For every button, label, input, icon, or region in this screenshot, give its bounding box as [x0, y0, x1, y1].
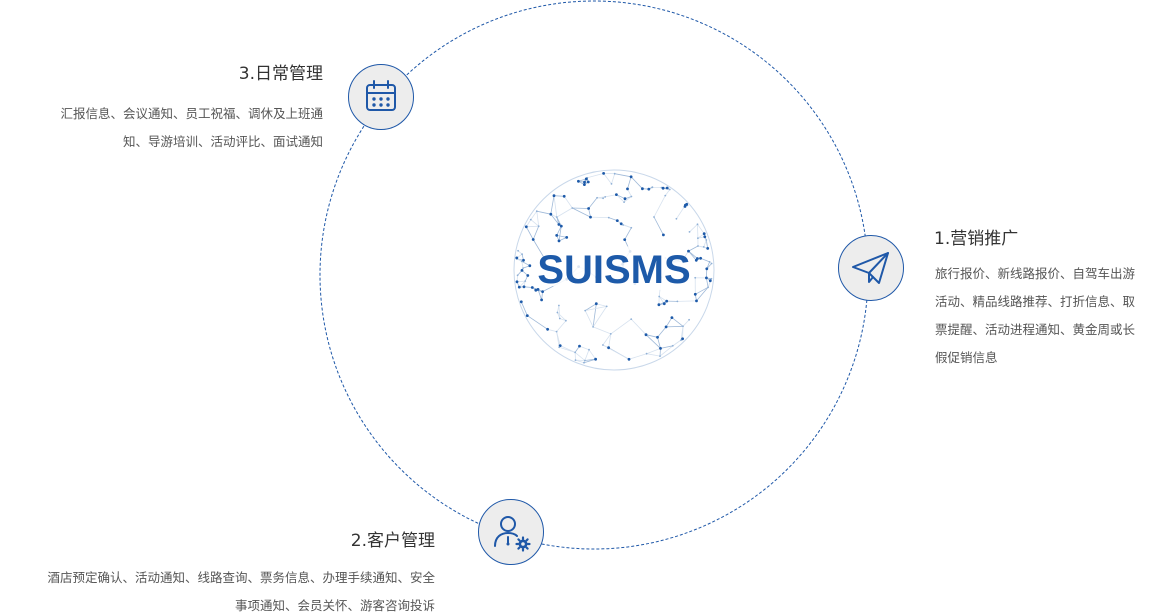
module-daily-node[interactable]	[348, 64, 414, 130]
module-daily-title: 3.日常管理	[238, 64, 323, 84]
module-marketing-title: 1.营销推广	[934, 229, 1019, 249]
brand-name: SUISMS	[537, 248, 691, 292]
module-marketing-desc-line: 票提醒、活动进程通知、黄金周或长	[935, 322, 1136, 337]
network-globe-graphic	[513, 169, 715, 371]
module-daily-desc: 汇报信息、会议通知、员工祝福、调休及上班通 知、导游培训、活动评比、面试通知	[60, 100, 323, 156]
module-customer-title: 2.客户管理	[350, 531, 435, 551]
module-marketing-desc-line: 活动、精品线路推荐、打折信息、取	[935, 294, 1136, 309]
center-logo: SUISMS	[512, 168, 716, 372]
module-daily-desc-line: 汇报信息、会议通知、员工祝福、调休及上班通	[60, 106, 323, 121]
module-customer-desc-line: 酒店预定确认、活动通知、线路查询、票务信息、办理手续通知、安全	[47, 570, 435, 585]
module-customer-desc: 酒店预定确认、活动通知、线路查询、票务信息、办理手续通知、安全 事项通知、会员关…	[47, 564, 435, 613]
calendar-icon	[366, 80, 396, 111]
module-marketing-desc-line: 旅行报价、新线路报价、自驾车出游	[935, 266, 1136, 281]
module-daily-desc-line: 知、导游培训、活动评比、面试通知	[122, 134, 323, 149]
user-settings-icon	[494, 516, 531, 552]
module-marketing-desc: 旅行报价、新线路报价、自驾车出游 活动、精品线路推荐、打折信息、取 票提醒、活动…	[935, 260, 1135, 372]
module-customer-desc-line: 事项通知、会员关怀、游客咨询投诉	[234, 598, 435, 613]
module-marketing-node[interactable]	[838, 235, 904, 301]
module-customer-node[interactable]	[478, 499, 544, 565]
module-marketing-desc-line: 假促销信息	[935, 350, 998, 365]
paper-plane-icon	[852, 252, 889, 284]
